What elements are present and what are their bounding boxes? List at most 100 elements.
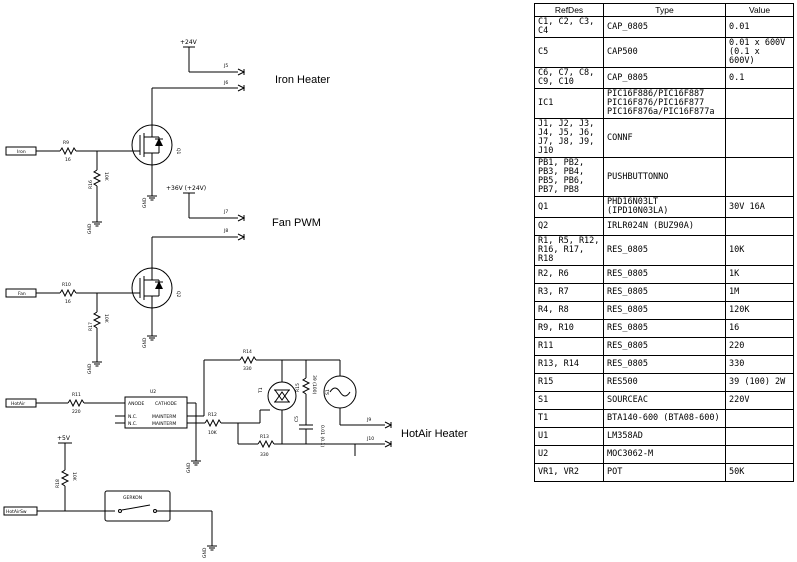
u2-cathode: CATHODE [155, 401, 177, 407]
power-24v-label-1: +24V [180, 39, 198, 46]
bom-cell-type: PHD16N03LT (IPD10N03LA) [603, 196, 726, 218]
r13-value: 330 [260, 452, 269, 458]
bom-cell-value: 30V 16A [725, 196, 794, 218]
r18-value: 10K [71, 472, 77, 482]
r9-value: 16 [65, 157, 71, 163]
schematic-diagram: +24V J5 J6 Iron Heater Q1 GND Iron R9 16… [3, 39, 468, 558]
r14-value: 330 [243, 366, 252, 372]
bom-cell-value: 16 [725, 319, 794, 338]
u2-anode: ANODE [128, 401, 144, 407]
bom-cell-value [725, 427, 794, 446]
bom-cell-refdes: R11 [534, 337, 604, 356]
bom-cell-value: 0.01 [725, 16, 794, 38]
bom-cell-value: 330 [725, 355, 794, 374]
r16-label: R16 [88, 180, 94, 189]
u2-mainterm-1: MAINTERM [152, 414, 176, 420]
r12-label: R12 [208, 412, 217, 418]
mosfet-q1 [131, 124, 173, 166]
bom-cell-refdes: R13, R14 [534, 355, 604, 374]
r12-value: 10K [208, 430, 218, 436]
bom-cell-value [725, 118, 794, 158]
resistor-r14 [239, 355, 257, 365]
bom-cell-refdes: PB1, PB2, PB3, PB4, PB5, PB6, PB7, PB8 [534, 157, 604, 197]
bom-cell-type: RES_0805 [603, 337, 726, 356]
connector-j6-label: J6 [223, 80, 228, 86]
connector-j7-label: J7 [223, 209, 228, 215]
power-36v-label: +36V (+24V) [166, 185, 206, 192]
bom-cell-type: RES_0805 [603, 283, 726, 302]
bom-cell-type: SOURCEAC [603, 391, 726, 410]
bom-cell-type: POT [603, 463, 726, 482]
bom-cell-type: CONNF [603, 118, 726, 158]
bom-cell-refdes: S1 [534, 391, 604, 410]
r15-label: R15 [295, 383, 301, 392]
bom-cell-value: 220V [725, 391, 794, 410]
mosfet-q2 [131, 267, 173, 309]
bom-header-type: Type [603, 3, 726, 17]
r17-value: 10K [103, 314, 109, 324]
r14-label: R14 [243, 349, 252, 355]
bom-cell-value [725, 409, 794, 428]
bom-cell-value [725, 157, 794, 197]
r15-value: 39 (100) [311, 375, 317, 395]
optocoupler-u2 [124, 396, 188, 429]
bom-cell-value: 10K [725, 235, 794, 266]
bom-cell-value: 0.01 x 600V (0.1 x 600V) [725, 37, 794, 68]
connector-j5-label: J5 [223, 63, 228, 69]
resistor-r17 [92, 311, 102, 329]
bom-cell-refdes: U1 [534, 427, 604, 446]
gnd-q2-label: GND [142, 337, 148, 348]
bom-cell-type: CAP_0805 [603, 16, 726, 38]
triac-t1 [267, 381, 297, 411]
iron-heater-label: Iron Heater [275, 74, 330, 86]
port-fan-label: Fan [18, 291, 26, 297]
gnd-q1-label: GND [142, 197, 148, 208]
bom-cell-refdes: R1, R5, R12, R16, R17, R18 [534, 235, 604, 266]
bom-header-value: Value [725, 3, 794, 17]
bom-cell-value [725, 217, 794, 236]
bom-cell-type: RES_0805 [603, 301, 726, 320]
t1-label: T1 [258, 387, 264, 394]
u2-nc-1: N.C. [128, 414, 137, 420]
u2-nc-2: N.C. [128, 421, 137, 427]
gnd-r16-label: GND [87, 223, 93, 234]
r10-label: R10 [62, 282, 71, 288]
bom-cell-refdes: R9, R10 [534, 319, 604, 338]
bom-cell-type: RES500 [603, 373, 726, 392]
bom-cell-refdes: Q2 [534, 217, 604, 236]
bom-cell-value: 1K [725, 265, 794, 284]
port-iron-label: Iron [17, 149, 26, 155]
resistor-r9 [59, 146, 77, 156]
bom-cell-type: IRLR024N (BUZ90A) [603, 217, 726, 236]
gnd-u2-label: GND [186, 462, 192, 473]
bom-cell-refdes: U2 [534, 445, 604, 464]
bom-header-row: RefDes Type Value [534, 3, 794, 17]
bom-cell-type: MOC3062-M [603, 445, 726, 464]
bom-cell-value: 220 [725, 337, 794, 356]
bom-header-refdes: RefDes [534, 3, 604, 17]
bom-cell-type: LM358AD [603, 427, 726, 446]
s1-label: S1 [325, 389, 331, 395]
u2-label: U2 [150, 389, 156, 395]
bom-cell-type: RES_0805 [603, 319, 726, 338]
gnd-sw-label: GND [202, 547, 208, 558]
bom-cell-refdes: R15 [534, 373, 604, 392]
bom-cell-type: BTA140-600 (BTA08-600) [603, 409, 726, 428]
resistor-r16 [92, 169, 102, 187]
u2-mainterm-2: MAINTERM [152, 421, 176, 427]
gnd-r17-label: GND [87, 363, 93, 374]
bom-cell-value: 1M [725, 283, 794, 302]
bom-cell-type: RES_0805 [603, 265, 726, 284]
